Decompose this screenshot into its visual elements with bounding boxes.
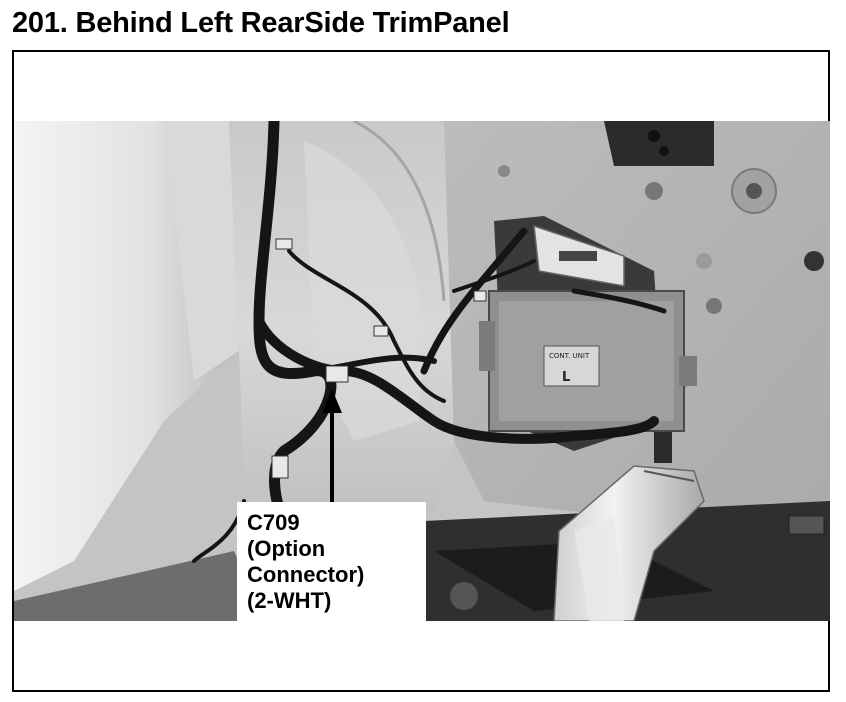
page-title: 201. Behind Left RearSide TrimPanel (12, 7, 510, 39)
callout-line-pin-color: (2-WHT) (247, 588, 332, 613)
callout-arrow (322, 389, 342, 511)
harness-clips (271, 238, 487, 479)
callout-line-option: (Option (247, 536, 326, 561)
control-unit: CONT. UNIT L (479, 290, 697, 432)
callout-line-connector: Connector) (247, 562, 365, 587)
metal-bracket (553, 465, 705, 621)
control-unit-side-mark: L (562, 370, 570, 385)
connector-callout: C709 (Option Connector) (2-WHT) (237, 502, 426, 621)
wire-harness (192, 121, 667, 563)
c709-connector (325, 365, 349, 383)
callout-connector-id: C709 (247, 510, 300, 535)
upper-module (533, 224, 625, 287)
control-unit-label: CONT. UNIT (549, 352, 590, 360)
